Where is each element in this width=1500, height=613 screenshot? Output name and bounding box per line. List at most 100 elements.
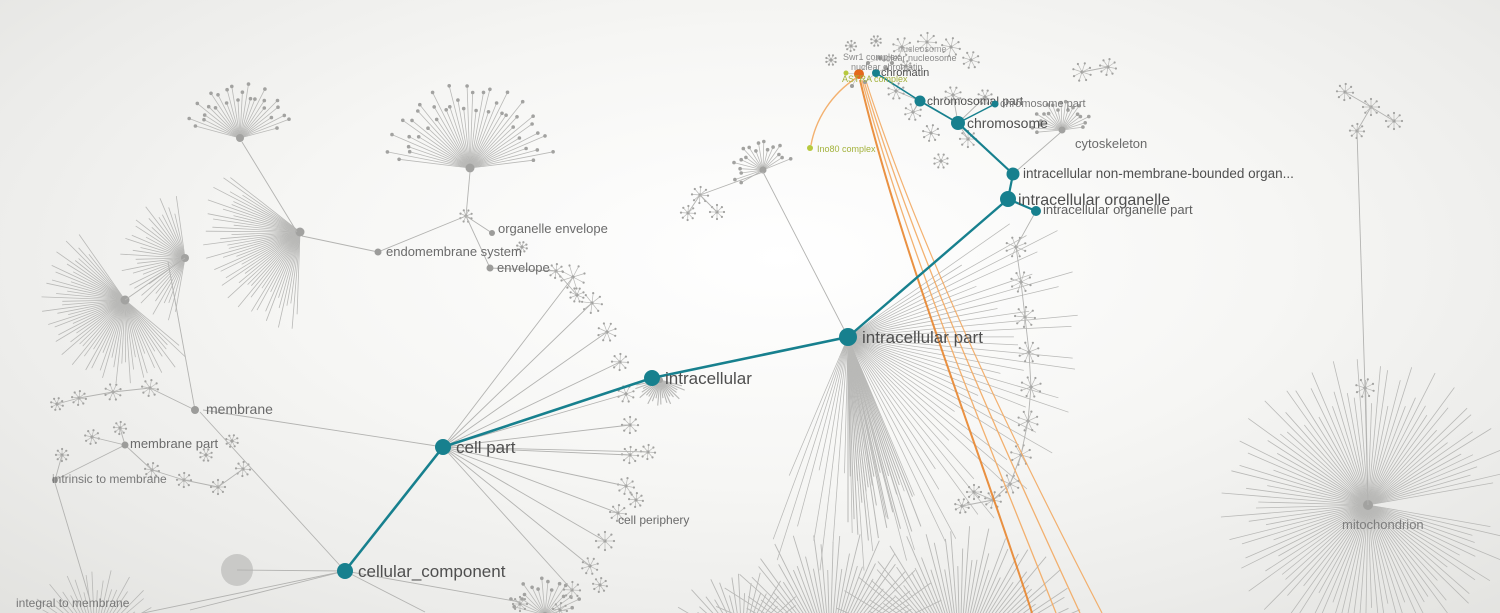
cluster-node[interactable]: [295, 227, 305, 237]
cluster-node[interactable]: [874, 39, 878, 43]
mini-node[interactable]: [52, 477, 58, 483]
node-label-cellular_component[interactable]: cellular_component: [358, 562, 506, 581]
graph-node-chromosome_part_sm[interactable]: [991, 100, 999, 108]
cluster-node[interactable]: [558, 608, 562, 612]
burst-tip-dot: [1102, 59, 1105, 62]
node-label-intracellular_organelle[interactable]: intracellular organelle: [1018, 192, 1170, 209]
fan-line: [1011, 569, 1061, 613]
graph-node-chromosome[interactable]: [951, 116, 965, 130]
graph-node-intracellular_organelle[interactable]: [1000, 191, 1016, 207]
cluster-node[interactable]: [849, 44, 853, 48]
cluster-node[interactable]: [520, 245, 524, 249]
node-label-chromosome_part_sm[interactable]: chromosome part: [1000, 98, 1086, 110]
burst-tip-dot: [1392, 111, 1396, 115]
term-label[interactable]: Swr1 complex: [843, 52, 900, 62]
mini-node[interactable]: [863, 80, 867, 84]
cluster-node[interactable]: [598, 583, 602, 587]
burst-tip-dot: [629, 445, 632, 449]
burst-tip-dot: [1072, 68, 1075, 71]
fan-line: [1314, 504, 1369, 613]
mini-node[interactable]: [850, 84, 854, 88]
burst-tip-dot: [1366, 378, 1369, 381]
node-label-intracellular_nmb[interactable]: intracellular non-membrane-bounded organ…: [1023, 166, 1294, 181]
graph-edge: [1028, 351, 1032, 388]
graph-node-intracellular_nmb[interactable]: [1006, 167, 1020, 181]
cluster-node[interactable]: [904, 64, 908, 68]
cluster-node[interactable]: [1058, 126, 1066, 134]
cluster-node[interactable]: [900, 45, 904, 49]
mini-node[interactable]: [843, 70, 849, 76]
cluster-node[interactable]: [465, 163, 475, 173]
fan-line: [210, 93, 241, 139]
fan-tip-dot: [407, 149, 412, 154]
burst-tip-dot: [831, 54, 835, 57]
fan-line: [863, 588, 884, 613]
node-label-chromatin_node[interactable]: chromatin: [881, 67, 929, 79]
mini-node[interactable]: [486, 264, 494, 272]
mini-node[interactable]: [866, 61, 870, 65]
term-label[interactable]: membrane part: [130, 436, 219, 451]
mini-node[interactable]: [878, 56, 882, 60]
mini-node[interactable]: [374, 248, 382, 256]
term-label[interactable]: cell periphery: [618, 513, 689, 527]
term-label[interactable]: Ino80 complex: [817, 144, 876, 154]
cluster-node[interactable]: [829, 58, 833, 62]
term-label[interactable]: organelle envelope: [498, 221, 608, 236]
mini-node[interactable]: [191, 406, 199, 414]
term-label[interactable]: nuclear nucleosome: [876, 53, 957, 63]
cluster-node[interactable]: [969, 58, 973, 62]
cluster-node[interactable]: [634, 498, 638, 502]
mini-node[interactable]: [807, 145, 813, 151]
mini-node[interactable]: [890, 61, 894, 65]
term-label[interactable]: envelope: [497, 260, 550, 275]
term-label[interactable]: endomembrane system: [386, 244, 522, 259]
cluster-node[interactable]: [518, 602, 522, 606]
node-label-intracellular[interactable]: intracellular: [665, 369, 752, 388]
node-label-cell_part[interactable]: cell part: [456, 438, 516, 457]
burst-tip-dot: [931, 124, 935, 127]
node-label-chromosomal_part[interactable]: chromosomal part: [927, 94, 1024, 108]
burst-line: [1016, 272, 1022, 283]
graph-node-chromosomal_part[interactable]: [914, 95, 926, 107]
mini-node[interactable]: [489, 230, 495, 236]
cluster-node[interactable]: [230, 439, 234, 443]
term-label[interactable]: mitochondrion: [1342, 517, 1424, 532]
term-label[interactable]: nuclear chromatin: [851, 62, 923, 72]
term-label[interactable]: membrane: [206, 401, 273, 417]
fan-line: [74, 579, 87, 613]
cluster-node[interactable]: [204, 453, 208, 457]
mini-node[interactable]: [121, 441, 129, 449]
cluster-node[interactable]: [236, 134, 244, 142]
node-label-organelle_part[interactable]: intracellular organelle part: [1043, 202, 1193, 217]
cluster-node[interactable]: [939, 159, 943, 163]
graph-node-cellular_component[interactable]: [337, 563, 353, 579]
burst-tip-dot: [583, 272, 586, 275]
node-label-intracellular_part[interactable]: intracellular part: [862, 328, 983, 347]
graph-node-intracellular[interactable]: [644, 370, 660, 386]
node-label-chromosome[interactable]: chromosome: [967, 115, 1048, 131]
term-label[interactable]: intrinsic to membrane: [52, 472, 167, 486]
term-label[interactable]: ASTRA complex: [842, 74, 908, 84]
mini-node[interactable]: [884, 66, 888, 70]
fan-tip-dot: [754, 149, 758, 153]
burst-line: [1030, 383, 1041, 388]
fan-line: [1367, 504, 1417, 613]
graph-edge: [151, 469, 185, 481]
cluster-node[interactable]: [949, 45, 953, 49]
cluster-node[interactable]: [925, 40, 929, 44]
graph-node-selected[interactable]: [854, 69, 864, 79]
graph-node-organelle_part[interactable]: [1031, 206, 1041, 216]
term-label[interactable]: integral to membrane: [16, 596, 130, 610]
cluster-node[interactable]: [759, 166, 767, 174]
burst-line: [1027, 420, 1038, 425]
fan-line: [135, 219, 186, 259]
term-label[interactable]: cytoskeleton: [1075, 136, 1147, 151]
graph-node-chromatin_node[interactable]: [872, 69, 880, 77]
fan-line: [1299, 504, 1369, 613]
term-label[interactable]: nucleosome: [898, 44, 947, 54]
burst-tip-dot: [1113, 61, 1116, 64]
graph-node-intracellular_part[interactable]: [839, 328, 857, 346]
graph-node-cell_part[interactable]: [435, 439, 451, 455]
cluster-node[interactable]: [929, 131, 933, 135]
